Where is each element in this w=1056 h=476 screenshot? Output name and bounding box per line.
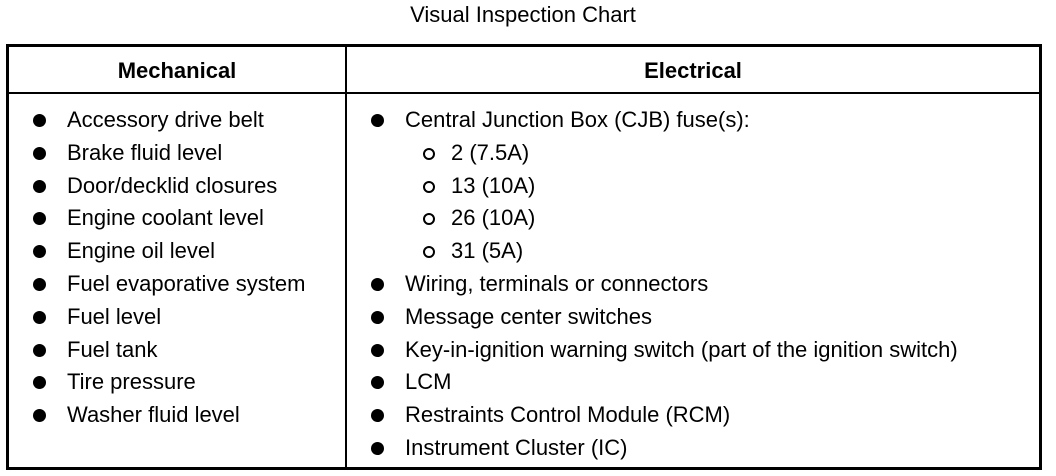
- electrical-item: Central Junction Box (CJB) fuse(s):: [347, 104, 1039, 137]
- mechanical-item: Door/decklid closures: [9, 170, 345, 203]
- bullet-icon: [33, 114, 46, 127]
- inspection-table: Mechanical Electrical Accessory drive be…: [6, 44, 1042, 470]
- bullet-icon: [371, 409, 384, 423]
- mechanical-item: Fuel evaporative system: [9, 268, 345, 301]
- chart-title: Visual Inspection Chart: [410, 2, 636, 27]
- column-divider: [345, 47, 347, 467]
- bullet-icon: [371, 376, 384, 390]
- electrical-item-label: LCM: [405, 369, 452, 395]
- fuse-item: 26 (10A): [347, 202, 1039, 235]
- mechanical-item: Brake fluid level: [9, 137, 345, 170]
- fuse-item: 31 (5A): [347, 235, 1039, 268]
- bullet-icon: [33, 376, 46, 390]
- fuse-item-label: 31 (5A): [451, 238, 524, 264]
- mechanical-item: Engine oil level: [9, 235, 345, 268]
- mechanical-item-label: Brake fluid level: [67, 139, 223, 165]
- hollow-bullet-icon: [423, 246, 435, 259]
- bullet-icon: [33, 245, 46, 259]
- bullet-icon: [33, 212, 46, 226]
- electrical-item: LCM: [347, 366, 1039, 399]
- electrical-item: Key-in-ignition warning switch (part of …: [347, 334, 1039, 367]
- electrical-item-label: Wiring, terminals or connectors: [405, 270, 709, 296]
- electrical-item-label: Key-in-ignition warning switch (part of …: [405, 336, 958, 362]
- mechanical-item: Tire pressure: [9, 366, 345, 399]
- mechanical-item-label: Fuel evaporative system: [67, 270, 306, 296]
- fuse-item: 2 (7.5A): [347, 137, 1039, 170]
- bullet-icon: [371, 277, 384, 291]
- header-divider: [9, 92, 1039, 94]
- fuse-item-label: 2 (7.5A): [451, 139, 530, 165]
- mechanical-item-label: Fuel level: [67, 303, 162, 329]
- electrical-item: Wiring, terminals or connectors: [347, 268, 1039, 301]
- electrical-item: Message center switches: [347, 301, 1039, 334]
- electrical-item-label: Message center switches: [405, 303, 652, 329]
- electrical-item-label: Instrument Cluster (IC): [405, 434, 628, 460]
- bullet-icon: [33, 310, 46, 324]
- mechanical-item: Fuel tank: [9, 334, 345, 367]
- mechanical-item: Washer fluid level: [9, 399, 345, 432]
- fuse-item: 13 (10A): [347, 170, 1039, 203]
- mechanical-item-label: Accessory drive belt: [67, 107, 264, 132]
- electrical-item: Restraints Control Module (RCM): [347, 399, 1039, 432]
- electrical-item-label: Central Junction Box (CJB) fuse(s):: [405, 107, 750, 132]
- electrical-list: Central Junction Box (CJB) fuse(s): 2 (7…: [347, 104, 1039, 465]
- mechanical-item-label: Engine oil level: [67, 238, 215, 264]
- fuse-item-label: 26 (10A): [451, 205, 536, 231]
- mechanical-item-label: Washer fluid level: [67, 402, 240, 428]
- bullet-icon: [371, 114, 384, 127]
- bullet-icon: [371, 310, 384, 324]
- bullet-icon: [33, 343, 46, 357]
- mechanical-item: Engine coolant level: [9, 202, 345, 235]
- hollow-bullet-icon: [423, 213, 435, 226]
- bullet-icon: [33, 179, 46, 193]
- electrical-item-label: Restraints Control Module (RCM): [405, 402, 731, 428]
- mechanical-item-label: Door/decklid closures: [67, 172, 278, 198]
- bullet-icon: [33, 277, 46, 291]
- hollow-bullet-icon: [423, 180, 435, 193]
- bullet-icon: [33, 146, 46, 160]
- electrical-header: Electrical: [644, 58, 742, 83]
- mechanical-list: Accessory drive belt Brake fluid level D…: [9, 104, 345, 432]
- mechanical-item: Accessory drive belt: [9, 104, 345, 137]
- hollow-bullet-icon: [423, 147, 435, 160]
- mechanical-item-label: Engine coolant level: [67, 205, 264, 231]
- mechanical-item-label: Fuel tank: [67, 336, 158, 362]
- bullet-icon: [371, 343, 384, 357]
- electrical-item: Instrument Cluster (IC): [347, 432, 1039, 465]
- bullet-icon: [371, 441, 384, 455]
- mechanical-header: Mechanical: [117, 58, 237, 83]
- mechanical-item-label: Tire pressure: [67, 369, 196, 395]
- fuse-item-label: 13 (10A): [451, 172, 536, 198]
- bullet-icon: [33, 409, 46, 423]
- mechanical-item: Fuel level: [9, 301, 345, 334]
